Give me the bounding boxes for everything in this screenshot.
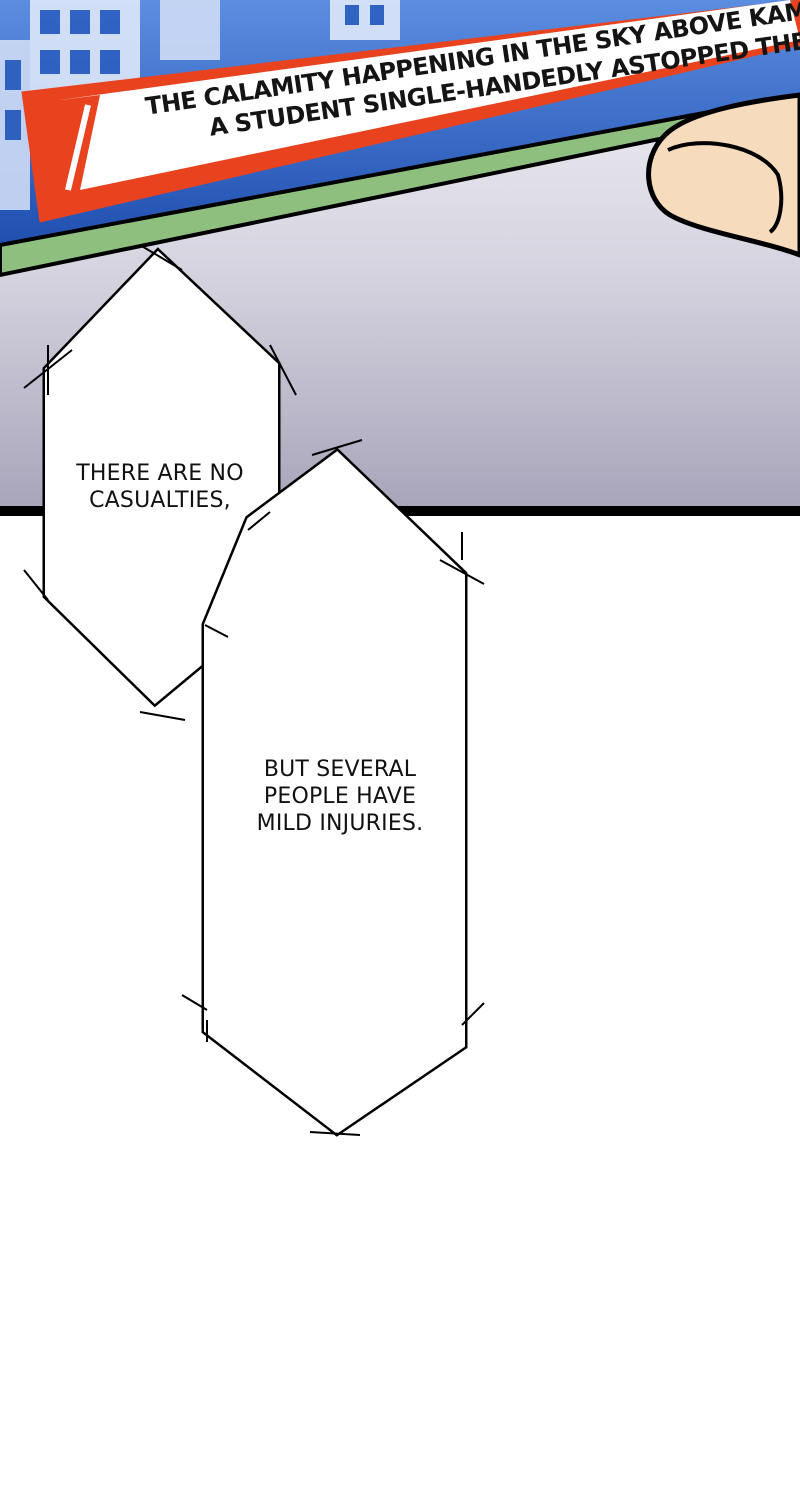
speech-bubble-1-text: THERE ARE NO CASUALTIES, xyxy=(55,460,265,514)
comic-panel-news-screen: THE CALAMITY HAPPENING IN THE SKY ABOVE … xyxy=(0,0,800,520)
panel-artwork xyxy=(0,0,800,516)
speech-bubble-2-frame xyxy=(181,439,485,1137)
bubble-2-line-1: BUT SEVERAL xyxy=(263,757,417,782)
bubble-1-line-1: THERE ARE NO xyxy=(76,461,244,486)
news-banner-frame xyxy=(21,0,800,223)
finger-illustration xyxy=(646,92,800,258)
bubble-1-line-2: CASUALTIES, xyxy=(89,488,231,513)
speech-bubble-2-text: BUT SEVERAL PEOPLE HAVE MILD INJURIES. xyxy=(215,756,465,837)
screen-bezel xyxy=(0,92,800,278)
bubble-2-line-3: MILD INJURIES. xyxy=(256,811,424,836)
bubble-2-line-2: PEOPLE HAVE xyxy=(263,784,417,809)
